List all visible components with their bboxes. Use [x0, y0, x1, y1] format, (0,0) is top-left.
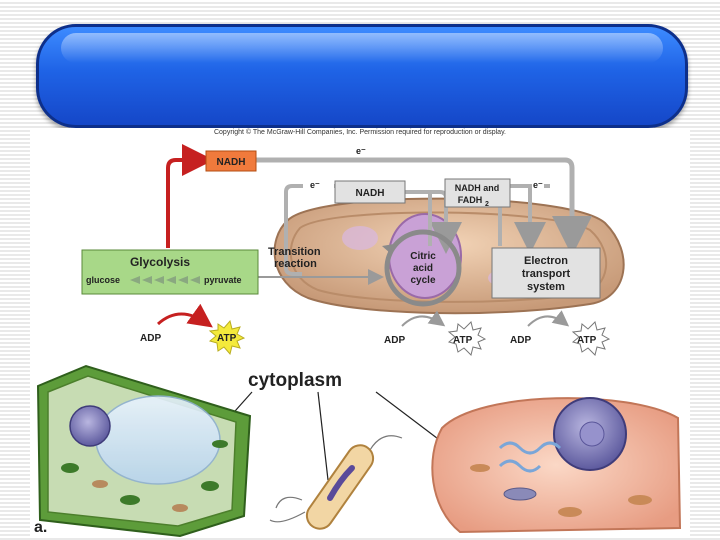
red-nadh-arrow: [166, 144, 214, 248]
adp-3-label: ADP: [510, 335, 531, 346]
bacterium: [269, 435, 403, 530]
atp-2-label: ATP: [453, 335, 473, 346]
transition-line1: Transition: [268, 246, 321, 258]
citric-acid-cycle: Citric acid cycle: [382, 229, 462, 307]
title-banner-shine: [61, 33, 663, 63]
copyright-notice: Copyright © The McGraw-Hill Companies, I…: [213, 129, 506, 136]
pyruvate-label: pyruvate: [204, 275, 242, 285]
atp-group-3: ADP ATP: [510, 310, 611, 356]
adp-2-label: ADP: [384, 335, 405, 346]
atp-group-1: ADP ATP: [140, 303, 246, 356]
etc-line1: Electron: [524, 255, 568, 267]
atp-1-label: ATP: [217, 333, 237, 344]
citric-line2: acid: [413, 263, 433, 274]
adp-1-label: ADP: [140, 333, 161, 344]
plant-cell: [36, 364, 252, 538]
animal-cell: [431, 397, 682, 534]
citric-line1: Citric: [410, 251, 436, 262]
nadh-top-label: NADH: [217, 157, 246, 168]
respiration-diagram: NADH e⁻ e⁻ NADH NADH and FADH 2 e⁻ Glyco…: [34, 144, 682, 538]
electron-transport-box: Electron transport system: [491, 247, 601, 299]
fadh2-subscript: 2: [485, 201, 489, 208]
electron-top-label: e⁻: [356, 146, 366, 156]
transition-line2: reaction: [274, 258, 317, 270]
nadh-mid-label: NADH: [356, 188, 385, 199]
fadh2-label: FADH: [458, 195, 483, 205]
etc-line3: system: [527, 281, 565, 293]
cytoplasm-label: cytoplasm: [248, 370, 342, 391]
electron-right-label: e⁻: [533, 180, 543, 190]
nadh-fadh2-box: NADH and FADH 2: [444, 178, 511, 208]
atp-group-2: ADP ATP: [384, 310, 487, 356]
nadh-top-box: NADH: [205, 150, 257, 172]
atp-3-label: ATP: [577, 335, 597, 346]
figure-panel: Copyright © The McGraw-Hill Companies, I…: [30, 128, 690, 538]
etc-line2: transport: [522, 268, 571, 280]
nadh-mid-box: NADH: [334, 180, 406, 204]
electron-mid-label: e⁻: [310, 180, 320, 190]
glycolysis-arrows: [130, 276, 200, 284]
panel-letter: a.: [34, 519, 47, 536]
nadh-fadh2-line1: NADH and: [455, 183, 500, 193]
citric-line3: cycle: [410, 275, 435, 286]
glycolysis-label: Glycolysis: [130, 255, 190, 269]
glycolysis-box: Glycolysis glucose pyruvate: [81, 249, 259, 295]
title-banner: [36, 24, 688, 128]
glucose-label: glucose: [86, 275, 120, 285]
